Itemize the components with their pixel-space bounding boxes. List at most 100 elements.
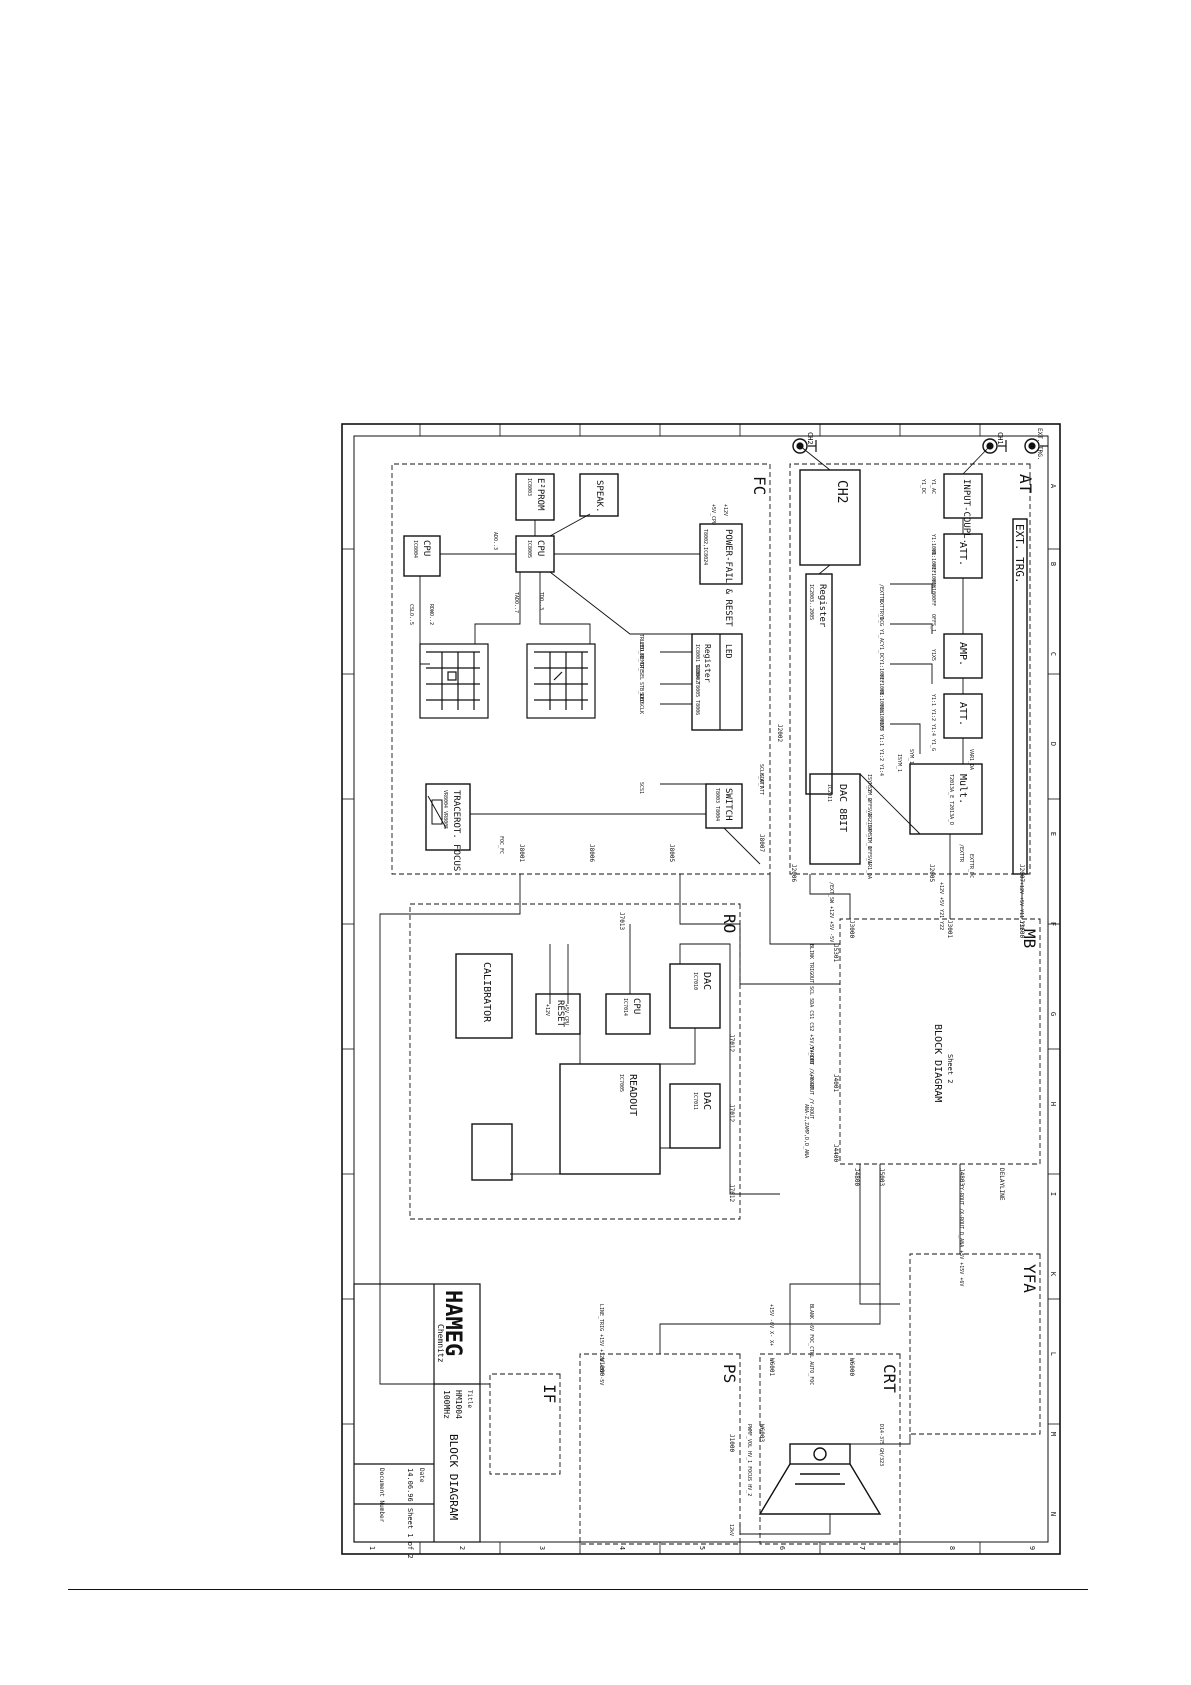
register-signal: /EXTTR: [878, 584, 884, 603]
connector-label: J7013: [618, 912, 625, 930]
register-signal: Y1_G: [878, 614, 884, 626]
connector-label: W1000: [598, 1358, 605, 1376]
dac1-ic: IC7010: [692, 972, 698, 990]
signal-label: /EXTTR: [958, 844, 964, 863]
dac2-ic: IC7011: [692, 1092, 698, 1110]
connector-label: J3000: [848, 920, 855, 938]
dac8-ic: IC2011: [826, 784, 832, 802]
connector-label: J1000: [728, 1434, 735, 1452]
signal-label: +12V: [544, 1004, 550, 1016]
tracerot-label: TRACEROT. FOCUS: [451, 790, 461, 871]
signal-label: +12V: [722, 504, 728, 516]
connector-label: J5301: [832, 944, 839, 962]
register-signal: Y1:1000FF: [878, 704, 884, 731]
register-signal: EXTTR_DC: [878, 599, 884, 623]
frame-col-label: 8: [948, 1546, 956, 1550]
reset-block: [535, 993, 581, 1035]
signal-label: RDWO..2: [428, 604, 434, 625]
connector-label: J2002: [776, 724, 783, 742]
mult-label: Mult.: [957, 774, 968, 804]
connector-label: J2006: [790, 864, 797, 882]
signal-label: Y1:1000FF: [930, 579, 936, 606]
signal-label: Y1:1000N: [930, 564, 936, 588]
sheet-number: Sheet 1 of 2: [406, 1508, 414, 1559]
signal-label: OFFS_1: [930, 614, 936, 632]
connector-label: W6001: [768, 1358, 775, 1376]
register-signal: Y1:1000N: [878, 689, 884, 713]
signal-label: SDO_ATT: [758, 774, 764, 795]
frame-row-label: I: [1049, 1192, 1057, 1196]
eprom-block: [515, 473, 555, 521]
dac-signal: VAR2_DA: [866, 810, 872, 831]
readout-block: [559, 1063, 661, 1175]
readout-ic: IC7005: [618, 1074, 624, 1092]
connector-label: J8001: [518, 844, 525, 862]
frame-col-label: 2: [458, 1546, 466, 1550]
led-label: LED: [724, 644, 733, 659]
speak-label: SPEAK.: [594, 480, 604, 513]
yfa-section: YFA: [909, 1253, 1041, 1435]
signal-label: LED_TR_SEL: [638, 650, 644, 680]
signal-label: TRLED: [638, 634, 644, 649]
signal-label: +5V_CPU: [563, 1004, 569, 1025]
power-fail-ic: T8002,IC8024: [702, 529, 708, 565]
connector-label: J3600: [1018, 920, 1025, 938]
connector-label: DELAYLINE: [998, 1168, 1005, 1201]
cpu-ro-ic: IC7014: [622, 998, 628, 1016]
tracerot-ic: VR8004 VR8005: [442, 790, 448, 829]
frame-row-label: E: [1049, 832, 1057, 836]
connector-label: J7012: [728, 1034, 735, 1052]
frame-row-label: A: [1049, 484, 1057, 489]
signal-label: Y1X5: [930, 649, 936, 661]
at-register-ic: IC2003..2005: [808, 584, 814, 620]
dac-signal: OFFS_1: [866, 846, 872, 864]
signal-label: VAR1_DA: [968, 749, 974, 770]
connector-label: W6000: [848, 1358, 855, 1376]
signal-label: SCS1: [638, 782, 644, 794]
amp-label: AMP.: [957, 642, 968, 666]
signal-label: +5V_CPU: [710, 504, 716, 525]
connector-label: J5003: [878, 1168, 885, 1186]
signal-label: LINE_TRIG +15V +12V +5V -5V: [598, 1304, 604, 1385]
mb-block-label: BLOCK DIAGRAM: [932, 1024, 943, 1102]
frame-col-label: 7: [858, 1546, 866, 1550]
connector-label: J3001: [946, 920, 953, 938]
ext-trg-block: [1012, 518, 1028, 875]
section-label-crt: CRT: [880, 1364, 899, 1393]
keypad-matrix-2: [419, 643, 489, 719]
register-signal: Y1:100FF: [878, 659, 884, 683]
dac-signal: SYM_1: [866, 834, 872, 849]
signal-label: /Y-ROUT /Y-ROUT: [808, 1074, 814, 1119]
connector-label: J4803: [958, 1168, 965, 1186]
svg-text:CH1: CH1: [996, 432, 1004, 445]
readout-aux-block: [471, 1123, 513, 1181]
frame-row-label: B: [1049, 562, 1057, 566]
led-ic: T8004 T8005 T8006: [694, 664, 700, 715]
signal-label: BLANK -6V FOC_CTRL AUTO_FOC: [808, 1304, 814, 1385]
signal-label: /EXT_SW +12V +5V -5V: [828, 882, 834, 942]
connector-label: J2007: [1018, 864, 1025, 882]
frame-row-label: G: [1049, 1012, 1057, 1016]
signal-label: LED_REMOTE: [638, 642, 644, 672]
speak-block: [579, 473, 619, 517]
mult-block: [909, 763, 983, 835]
eprom-ic: IC8003: [526, 478, 532, 496]
svg-text:CH2: CH2: [806, 432, 814, 445]
ps-section: PS W1000 J1000 LINE_TRIG +15V +12V +5V -…: [579, 1304, 831, 1545]
brand-logo: HAMEG: [440, 1290, 465, 1356]
connector-label: J7012: [728, 1104, 735, 1122]
connector-label: J4800: [853, 1168, 860, 1186]
signal-label: ANA-Z,ZAMP,D,D_ANA: [803, 1104, 809, 1158]
signal-label: /Y-ROUT /X-ROUT D_ANA +5V +15V +6V: [958, 1184, 964, 1286]
signal-label: SDO: [638, 692, 644, 701]
date-value: 14.06.96: [406, 1468, 414, 1502]
cpu-fc2-ic: IC8004: [412, 540, 418, 558]
bandwidth-label: 100MHz: [442, 1390, 451, 1419]
calibrator-label: CALIBRATOR: [481, 962, 492, 1023]
connector-label: J8007: [758, 834, 765, 852]
readout-label: READOUT: [627, 1074, 638, 1116]
signal-label: Y1:10OFF: [930, 549, 936, 573]
mult-ic-label: T2013A_E T2013A_D: [948, 774, 954, 825]
signal-label: Y1:2: [930, 709, 936, 721]
led-register-ic: IC8001 IC8002: [694, 644, 700, 683]
